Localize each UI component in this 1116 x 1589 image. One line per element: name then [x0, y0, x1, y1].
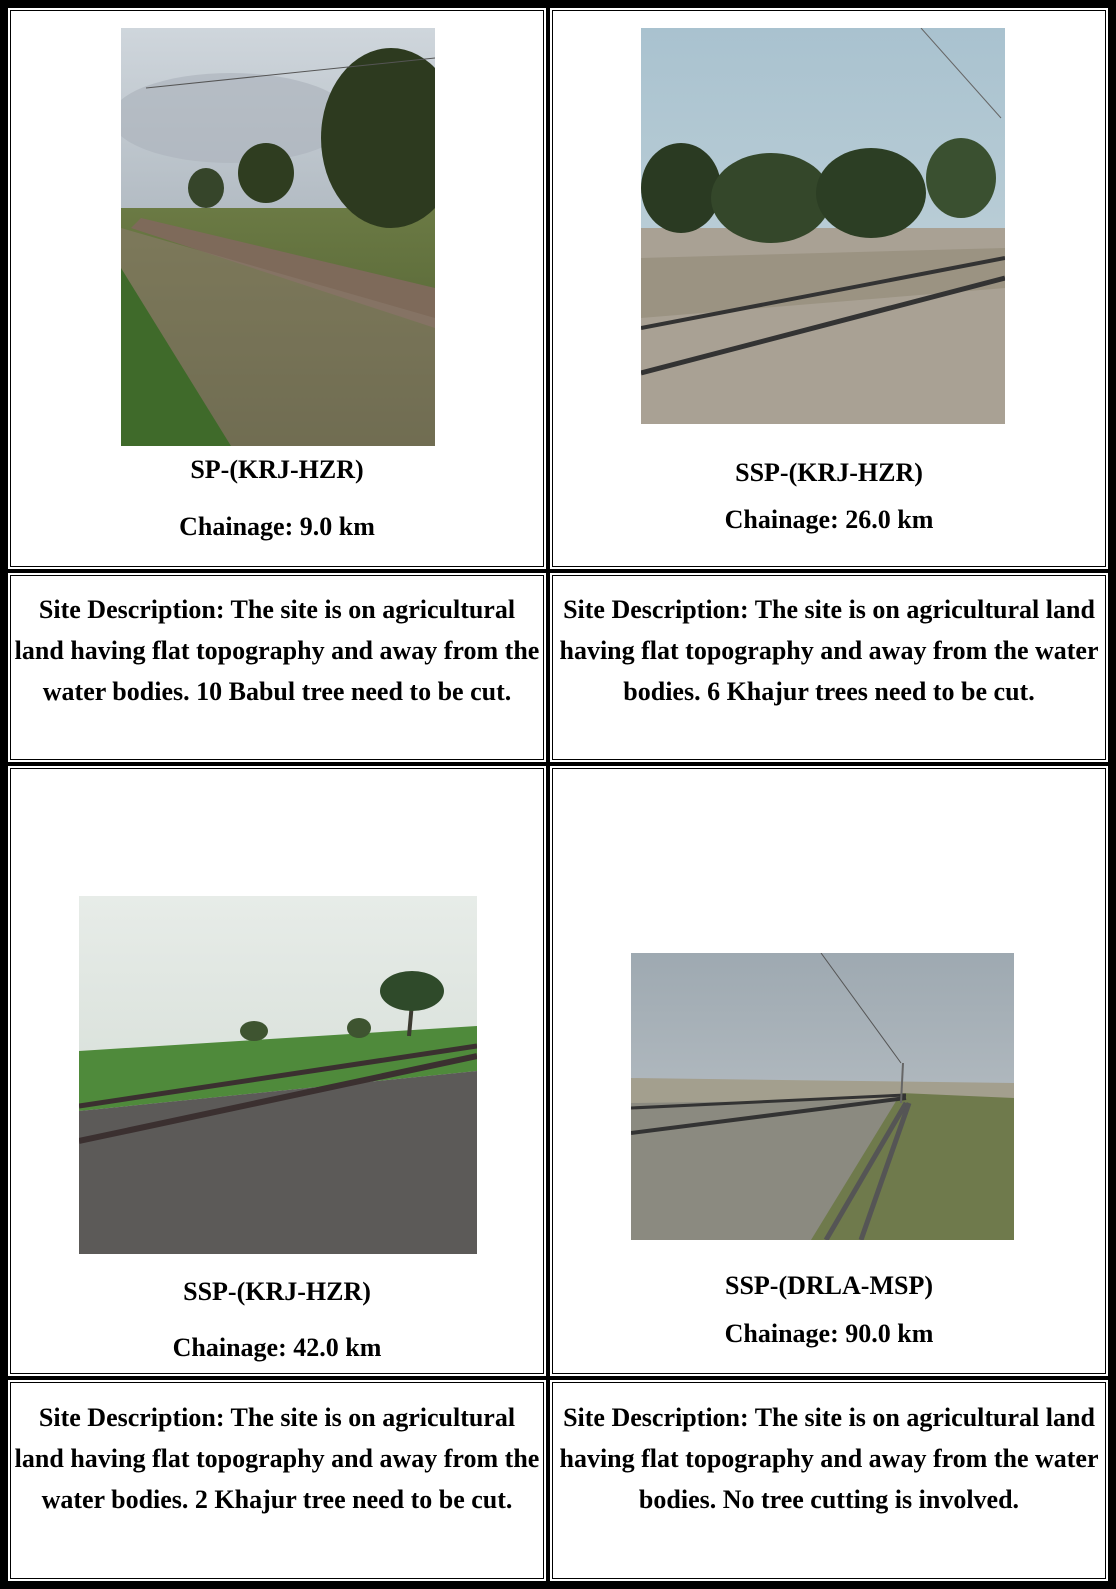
site-photo-2 — [641, 28, 1005, 424]
site-chainage-4: Chainage: 90.0 km — [724, 1319, 934, 1348]
site-chainage-1: Chainage: 9.0 km — [179, 512, 375, 541]
site-name-2: SSP-(KRJ-HZR) — [735, 458, 923, 487]
site-name-3: SSP-(KRJ-HZR) — [183, 1277, 371, 1306]
site-description-3: Site Description: The site is on agricul… — [14, 1403, 540, 1514]
site-cell-4: SSP-(DRLA-MSP) Chainage: 90.0 km — [550, 766, 1108, 1376]
site-description-cell-4: Site Description: The site is on agricul… — [550, 1380, 1108, 1581]
site-cell-3: SSP-(KRJ-HZR) Chainage: 42.0 km — [8, 766, 546, 1376]
site-description-1: Site Description: The site is on agricul… — [14, 595, 540, 706]
site-description-4: Site Description: The site is on agricul… — [559, 1403, 1099, 1514]
site-description-2: Site Description: The site is on agricul… — [559, 595, 1099, 706]
site-chainage-2: Chainage: 26.0 km — [724, 505, 934, 534]
site-chainage-3: Chainage: 42.0 km — [172, 1333, 382, 1362]
site-photo-3 — [79, 896, 477, 1254]
site-name-4: SSP-(DRLA-MSP) — [725, 1271, 933, 1300]
site-photo-4 — [631, 953, 1014, 1240]
site-description-cell-2: Site Description: The site is on agricul… — [550, 573, 1108, 762]
site-name-1: SP-(KRJ-HZR) — [190, 455, 364, 484]
site-cell-1: SP-(KRJ-HZR) Chainage: 9.0 km — [8, 8, 546, 569]
site-description-cell-1: Site Description: The site is on agricul… — [8, 573, 546, 762]
site-cell-2: SSP-(KRJ-HZR) Chainage: 26.0 km — [550, 8, 1108, 569]
site-photo-1 — [121, 28, 435, 446]
site-description-cell-3: Site Description: The site is on agricul… — [8, 1380, 546, 1581]
